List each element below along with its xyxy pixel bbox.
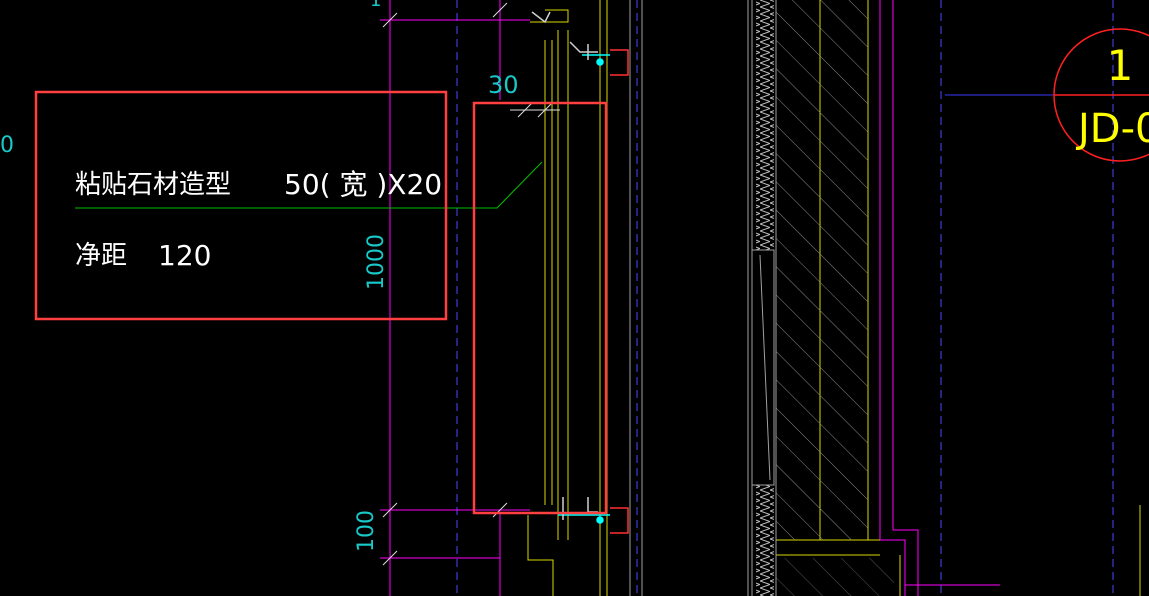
anchor-bolts: [558, 54, 610, 524]
stone-profile-highlight-box[interactable]: [472, 101, 608, 515]
annotation-line1-label: 粘贴石材造型: [75, 170, 231, 200]
concrete-wall-hatch: [776, 0, 868, 540]
anchor-brackets: [610, 49, 629, 534]
dimension-ticks: [382, 2, 560, 566]
annotation-text: 粘贴石材造型 50( 宽 )X20 净距 120: [75, 168, 442, 272]
detail-callout-number: 1: [1107, 41, 1134, 90]
dimension-width-30: 30: [488, 71, 519, 99]
annotation-line2-value: 120: [158, 239, 211, 272]
insulation-diagonal: [759, 254, 771, 481]
magenta-lines: [380, 0, 1000, 596]
annotation-line2-label: 净距: [75, 241, 127, 271]
detail-callout-reference: JD-0: [1075, 106, 1149, 152]
insulation-gap: [751, 249, 775, 486]
dimension-left-partial: 50: [0, 133, 14, 158]
floor-slab-hatch: [776, 558, 894, 596]
dimension-top-partial: 1: [370, 0, 381, 11]
annotation-line1-value: 50( 宽 )X20: [284, 168, 442, 201]
annotation-leader: [75, 161, 543, 209]
axis-lines: [456, 0, 1114, 596]
annotation-highlight-box[interactable]: [34, 90, 448, 321]
dimension-height-100: 100: [354, 510, 379, 552]
detail-callout[interactable]: 1 JD-0: [1053, 28, 1149, 162]
dimension-height-1000: 1000: [364, 234, 389, 290]
